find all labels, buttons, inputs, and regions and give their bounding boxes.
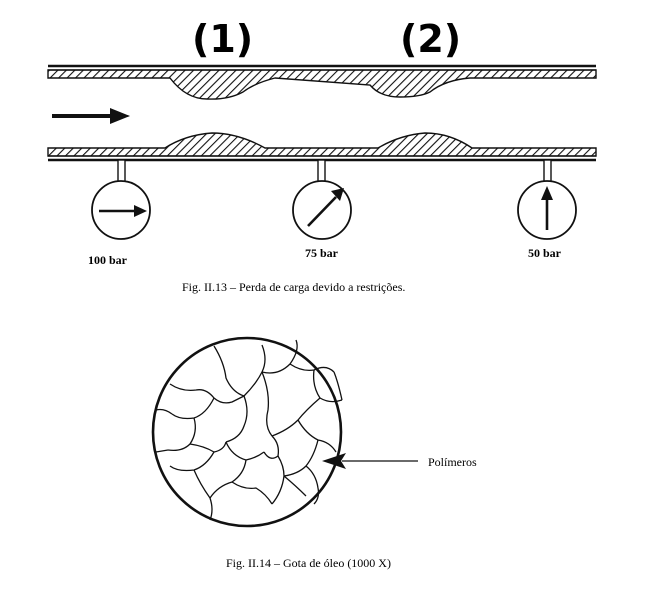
gauge-needle-icon <box>541 186 553 230</box>
restriction-label-1: (1) <box>192 17 253 61</box>
pipe-top-wall <box>47 64 597 100</box>
pipe-diagram: (1) (2) <box>47 17 597 294</box>
gauge-needle-icon <box>99 205 147 217</box>
gauge-reading-2: 75 bar <box>305 246 339 260</box>
gauge-needle-icon <box>307 188 344 227</box>
pointer-arrow-icon <box>322 453 418 469</box>
pressure-gauge-3 <box>517 159 577 240</box>
pressure-gauge-1 <box>91 159 151 240</box>
polymer-label: Polímeros <box>428 455 477 469</box>
restriction-label-2: (2) <box>400 17 461 61</box>
pressure-gauge-2 <box>292 159 352 240</box>
gauge-reading-3: 50 bar <box>528 246 562 260</box>
oil-drop-diagram: Polímeros Fig. II.14 – Gota de óleo (100… <box>151 336 477 570</box>
pipe-bottom-wall <box>47 132 597 162</box>
oil-drop-circle <box>151 336 343 528</box>
figure-caption-13: Fig. II.13 – Perda de carga devido a res… <box>182 280 405 294</box>
figure-caption-14: Fig. II.14 – Gota de óleo (1000 X) <box>226 556 391 570</box>
gauge-reading-1: 100 bar <box>88 253 128 267</box>
flow-direction-arrow-icon <box>52 108 130 124</box>
